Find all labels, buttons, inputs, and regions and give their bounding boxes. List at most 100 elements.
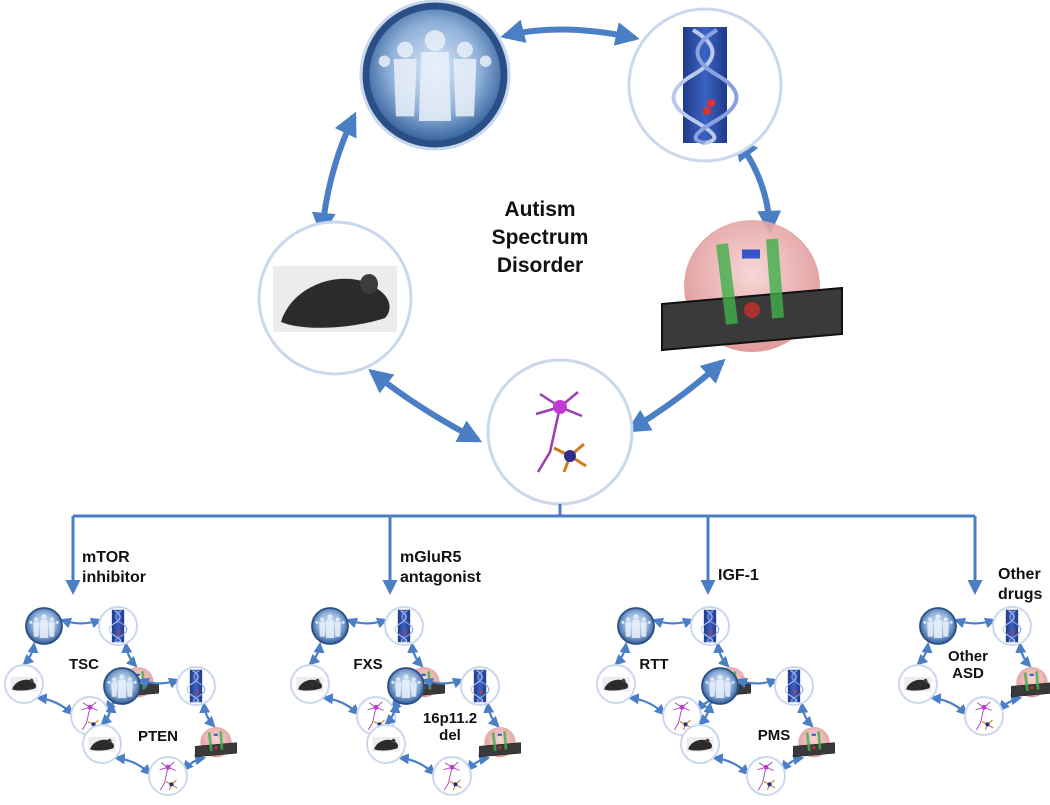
- mini-arrow: [483, 701, 500, 728]
- drug-label-3: IGF-1: [718, 566, 759, 586]
- dna-node: [98, 606, 138, 646]
- disorder-label-pms-line-1: PMS: [757, 727, 791, 744]
- neuron-node: [432, 756, 472, 796]
- mouse-node: [898, 664, 938, 704]
- mini-arrow: [121, 641, 138, 668]
- disorder-label-fxs: FXS: [338, 656, 398, 673]
- people-icon: [366, 6, 504, 144]
- mini-arrow: [627, 693, 666, 716]
- mini-arrow: [614, 641, 631, 666]
- drug-label-3-line-1: IGF-1: [718, 567, 759, 584]
- neuron-node: [746, 756, 786, 796]
- dna-node: [690, 606, 730, 646]
- mouse-icon: [296, 676, 324, 692]
- mini-arrow: [397, 753, 436, 776]
- disorder-label-fxs-line-1: FXS: [353, 656, 383, 673]
- node-mouse: [257, 220, 413, 376]
- disorder-label-rtt-line-1: RTT: [639, 656, 669, 673]
- arrow-dna-brain: [734, 136, 782, 235]
- drug-label-4-line-2: drugs: [998, 586, 1043, 603]
- arrow-people-dna: [500, 19, 640, 46]
- mini-cycle-pms: [680, 666, 837, 796]
- mouse-node: [596, 664, 636, 704]
- brain-scan-icon: [662, 220, 842, 352]
- people-icon: [103, 667, 141, 705]
- people-icon: [387, 667, 425, 705]
- people-icon: [25, 607, 63, 645]
- mini-arrow: [199, 701, 216, 728]
- mini-arrow: [780, 754, 805, 772]
- mini-arrow: [35, 693, 74, 716]
- mini-arrow: [711, 753, 750, 776]
- neuron-node: [964, 696, 1004, 736]
- dna-node: [384, 606, 424, 646]
- mouse-node: [82, 724, 122, 764]
- mini-arrow: [407, 641, 424, 668]
- brain-scan-icon: [193, 725, 239, 759]
- disorder-label-16p11-line-1: 16p11.2: [422, 710, 478, 727]
- drug-label-4: Other drugs: [998, 565, 1042, 605]
- mini-arrow: [59, 617, 103, 629]
- mini-arrow: [321, 693, 360, 716]
- mouse-icon: [602, 676, 630, 692]
- disorder-label-pten-line-1: PTEN: [137, 728, 178, 745]
- mini-cycle-pten: [82, 666, 239, 796]
- mouse-icon: [904, 676, 932, 692]
- neuron-node: [148, 756, 188, 796]
- drug-label-1-line-1: mTOR: [82, 549, 130, 566]
- people-icon: [311, 607, 349, 645]
- node-neuron: [486, 358, 634, 506]
- mouse-icon: [273, 266, 397, 332]
- dna-node: [992, 606, 1032, 646]
- mini-cycles: [4, 606, 1050, 796]
- mini-arrow: [916, 641, 933, 666]
- mini-arrow: [137, 677, 181, 689]
- node-brain: [662, 220, 842, 352]
- people-icon: [617, 607, 655, 645]
- disorder-label-other-asd: Other ASD: [938, 648, 998, 683]
- drug-label-2-line-1: mGluR5: [400, 549, 462, 566]
- mouse-icon: [10, 676, 38, 692]
- mini-arrow: [22, 641, 39, 666]
- mouse-icon: [88, 736, 116, 752]
- center-title-line-3: Disorder: [496, 254, 584, 277]
- disorder-label-16p11: 16p11.2 del: [410, 710, 490, 745]
- mini-arrow: [466, 754, 491, 772]
- mini-arrow: [421, 677, 465, 689]
- disorder-label-rtt: RTT: [624, 656, 684, 673]
- drug-label-1-line-2: inhibitor: [82, 569, 146, 586]
- mouse-node: [366, 724, 406, 764]
- mini-arrow: [1015, 641, 1032, 668]
- mini-arrow: [100, 701, 117, 726]
- node-people: [359, 0, 511, 151]
- disorder-label-pten: PTEN: [128, 728, 188, 745]
- mini-arrow: [797, 701, 814, 728]
- mouse-icon: [686, 736, 714, 752]
- mini-arrow: [998, 694, 1023, 712]
- mini-arrow: [182, 754, 207, 772]
- brain-scan-icon: [1009, 665, 1050, 699]
- drug-label-1: mTOR inhibitor: [82, 548, 146, 588]
- mini-arrow: [698, 701, 715, 726]
- disorder-label-other-asd-line-2: ASD: [952, 665, 984, 683]
- center-title-line-2: Spectrum: [491, 226, 589, 249]
- arrow-mouse-people: [311, 111, 357, 237]
- people-icon: [701, 667, 739, 705]
- mouse-node: [680, 724, 720, 764]
- mini-arrow: [713, 641, 730, 668]
- mini-arrow: [953, 617, 997, 629]
- disorder-label-other-asd-line-1: Other: [947, 648, 988, 665]
- disorder-label-tsc-line-1: TSC: [69, 656, 99, 673]
- people-icon: [919, 607, 957, 645]
- disorder-label-tsc: TSC: [54, 656, 114, 673]
- mini-arrow: [735, 677, 779, 689]
- drug-label-2-line-2: antagonist: [400, 569, 481, 586]
- mini-arrow: [345, 617, 389, 629]
- dna-node: [176, 666, 216, 706]
- mouse-node: [290, 664, 330, 704]
- mini-arrow: [308, 641, 325, 666]
- node-dna: [627, 7, 783, 163]
- arrow-neuron-mouse: [368, 369, 483, 443]
- drug-label-2: mGluR5 antagonist: [400, 548, 481, 588]
- mini-cycle-16p11: [366, 666, 523, 796]
